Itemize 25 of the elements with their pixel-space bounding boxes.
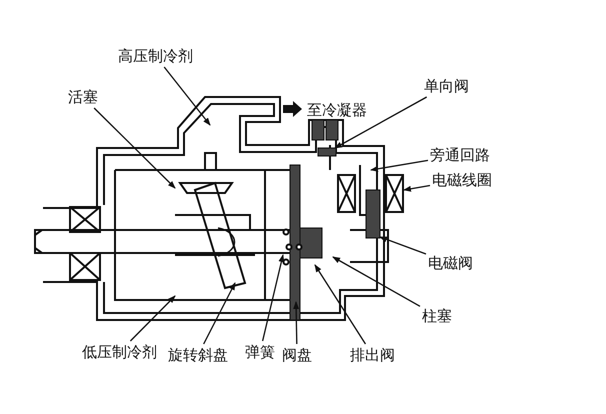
leader-line bbox=[334, 96, 428, 149]
callout-label: 电磁阀 bbox=[428, 254, 473, 272]
destination-label: 至冷凝器 bbox=[307, 101, 367, 119]
callout-label: 旁通回路 bbox=[430, 146, 490, 164]
leader-line bbox=[164, 66, 211, 126]
callout-label: 阀盘 bbox=[282, 346, 312, 364]
leader-line bbox=[379, 236, 426, 255]
callout-label: 高压制冷剂 bbox=[118, 47, 193, 65]
callout-label: 单向阀 bbox=[424, 77, 469, 95]
leader-line bbox=[293, 301, 300, 344]
leader-line bbox=[130, 295, 176, 342]
leader-line bbox=[94, 108, 176, 189]
callout-label: 活塞 bbox=[68, 88, 98, 106]
callout-label: 弹簧 bbox=[245, 343, 275, 361]
callout-label: 排出阀 bbox=[350, 346, 395, 364]
callout-label: 电磁线圈 bbox=[432, 171, 492, 189]
leader-line bbox=[332, 256, 420, 307]
callout-label: 柱塞 bbox=[422, 307, 452, 325]
leader-line bbox=[370, 160, 428, 172]
callout-label: 旋转斜盘 bbox=[168, 346, 228, 364]
leader-line bbox=[262, 254, 284, 342]
leader-line bbox=[314, 264, 366, 344]
callout-label: 低压制冷剂 bbox=[82, 343, 157, 361]
leader-line bbox=[403, 184, 430, 192]
leader-line bbox=[203, 282, 236, 344]
